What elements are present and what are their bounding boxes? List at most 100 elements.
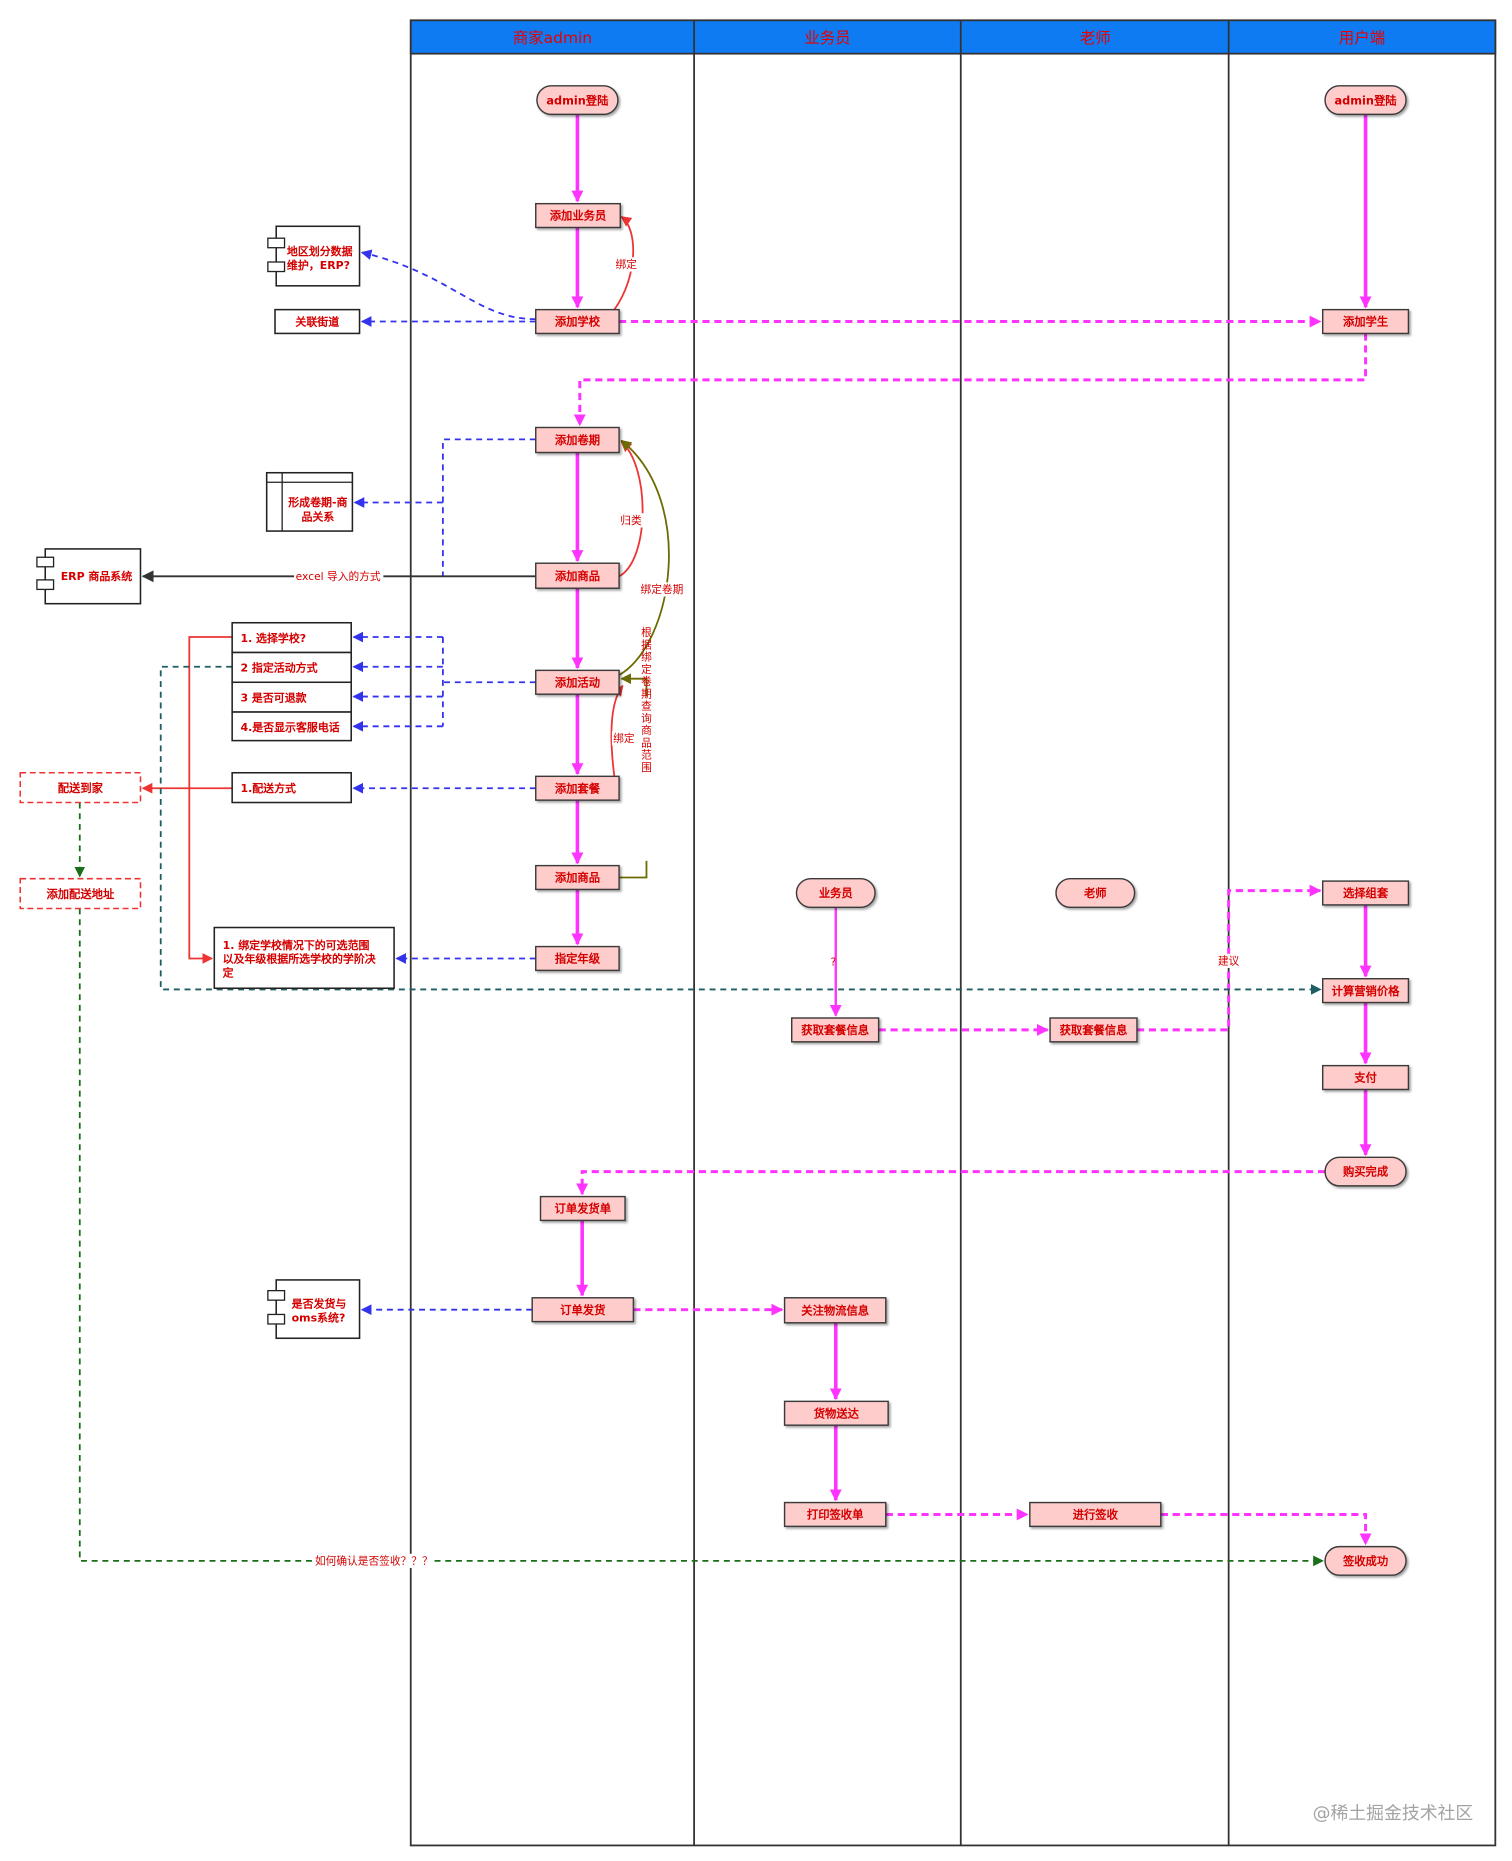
component-label: 地区划分数据 [287, 244, 353, 258]
node-signed-success: 签收成功 [1324, 1545, 1407, 1576]
node-label: 获取套餐信息 [801, 1023, 869, 1037]
edge-classify-product-issue [618, 440, 644, 578]
node-shape [535, 864, 620, 891]
node-print-receipt: 打印签收单 [783, 1501, 887, 1528]
edge-bind-school-salesperson [613, 216, 635, 311]
edge-school-to-region [360, 249, 536, 321]
node-shape [535, 562, 620, 589]
note-line: 以及年级根据所选学校的学阶决 [223, 952, 376, 966]
node-label: 添加活动 [555, 675, 600, 689]
node-add-package: 添加套餐 [535, 775, 620, 801]
node-shape [535, 775, 620, 801]
node-teacher-get-package: 获取套餐信息 [1049, 1017, 1138, 1043]
component-label: 是否发货与 [291, 1296, 347, 1310]
lane-title-user: 用户端 [1339, 29, 1385, 47]
node-shape [536, 85, 619, 116]
option-box-choose-school [231, 621, 352, 654]
node-shape [535, 308, 620, 335]
edge-activity-branch [441, 637, 536, 727]
box-body [231, 771, 352, 804]
component-tab [267, 1313, 286, 1325]
node-track-logistics: 关注物流信息 [783, 1297, 887, 1324]
label-classify: 归类 [620, 514, 642, 527]
node-label: 添加卷期 [555, 433, 600, 447]
node-shape [783, 1501, 887, 1528]
box-body [274, 308, 361, 335]
box-label: 关联街道 [295, 315, 339, 329]
node-shape [783, 1400, 889, 1426]
table-label: 形成卷期-商 [288, 495, 347, 509]
node-add-issue: 添加卷期 [535, 426, 620, 454]
table-issue-product-relation: 形成卷期-商 品关系 [265, 471, 354, 532]
node-merchant-admin-login: admin登陆 [536, 85, 619, 116]
node-teacher-sign: 进行签收 [1029, 1501, 1162, 1528]
note-body [213, 926, 395, 990]
box-body [19, 771, 142, 804]
node-shape [1324, 85, 1407, 116]
component-tab [267, 261, 286, 273]
label-suggest: 建议 [1218, 954, 1240, 967]
node-shape [1049, 1017, 1138, 1043]
box-label: 1.配送方式 [240, 781, 296, 795]
component-label: 维护，ERP? [287, 258, 350, 272]
node-label: 货物送达 [813, 1406, 860, 1420]
edge-labels: 绑定 归类 绑定卷期 excel 导入的方式 根据绑定卷期查询商品范围 绑定 ?… [294, 257, 1242, 1569]
node-label: 关注物流信息 [801, 1303, 869, 1317]
note-line: 1. 绑定学校情况下的可选范围 [223, 938, 370, 952]
node-label: 添加业务员 [550, 209, 607, 223]
option-box-activity-mode [231, 651, 352, 684]
node-shape [1321, 880, 1410, 906]
edge-issue-branch [441, 438, 536, 577]
lane-title-teacher: 老师 [1080, 29, 1111, 47]
node-shape [1324, 1545, 1407, 1576]
node-order-shipping-list: 订单发货单 [539, 1195, 626, 1222]
merchant-lane-nodes: admin登陆 添加业务员 添加学校 添加卷期 添加商品 添加活动 添加套餐 [531, 85, 635, 1323]
node-calc-price: 计算营销价格 [1321, 978, 1410, 1004]
option-box-refundable [231, 681, 352, 713]
label-bg [619, 513, 645, 528]
node-label: admin登陆 [1335, 93, 1398, 107]
box-label: 配送到家 [58, 781, 104, 795]
node-label: 签收成功 [1342, 1554, 1388, 1568]
node-shape [1055, 877, 1136, 908]
node-label: 指定年级 [555, 952, 601, 966]
node-shape [1029, 1501, 1162, 1528]
label-bg [614, 257, 640, 272]
component-oms: 是否发货与 oms系统? [267, 1279, 361, 1340]
label-bg [639, 582, 686, 597]
node-label: 添加学生 [1343, 315, 1388, 329]
node-goods-delivered: 货物送达 [783, 1400, 889, 1426]
component-erp-system: ERP 商品系统 [36, 548, 142, 605]
node-shape [1321, 308, 1410, 335]
node-label: 老师 [1083, 886, 1107, 900]
node-assign-grade: 指定年级 [535, 945, 620, 972]
node-label: 订单发货单 [555, 1202, 612, 1216]
node-label: 选择组套 [1343, 886, 1389, 900]
label-bg [294, 569, 384, 584]
node-shape [1321, 1064, 1410, 1091]
component-tab [267, 1289, 286, 1301]
node-label: 计算营销价格 [1332, 984, 1400, 998]
box-delivery-method: 1.配送方式 [231, 771, 352, 804]
option-box-service-phone [231, 711, 352, 742]
label-query-range: 根据绑定卷期查询商品范围 [640, 626, 653, 774]
node-label: 支付 [1353, 1071, 1377, 1085]
option-label: 1. 选择学校? [240, 631, 306, 645]
component-body [275, 225, 361, 287]
component-label: oms系统? [292, 1311, 346, 1325]
node-label: 购买完成 [1343, 1165, 1389, 1179]
edges [74, 114, 1372, 1567]
label-bg [314, 1553, 434, 1569]
node-salesperson-start: 业务员 [795, 877, 876, 908]
user-lane-nodes: admin登陆 添加学生 选择组套 计算营销价格 支付 购买完成 签收成功 [1321, 85, 1410, 1576]
option-label: 2 指定活动方式 [240, 661, 317, 675]
node-salesperson-get-package: 获取套餐信息 [791, 1017, 880, 1043]
node-shape [535, 202, 621, 229]
label-bind-2: 绑定 [613, 732, 635, 745]
node-shape [791, 1017, 880, 1043]
node-shape [783, 1297, 887, 1324]
node-label: 添加学校 [555, 315, 601, 329]
node-shape [535, 426, 620, 454]
box-home-delivery: 配送到家 [19, 771, 142, 804]
